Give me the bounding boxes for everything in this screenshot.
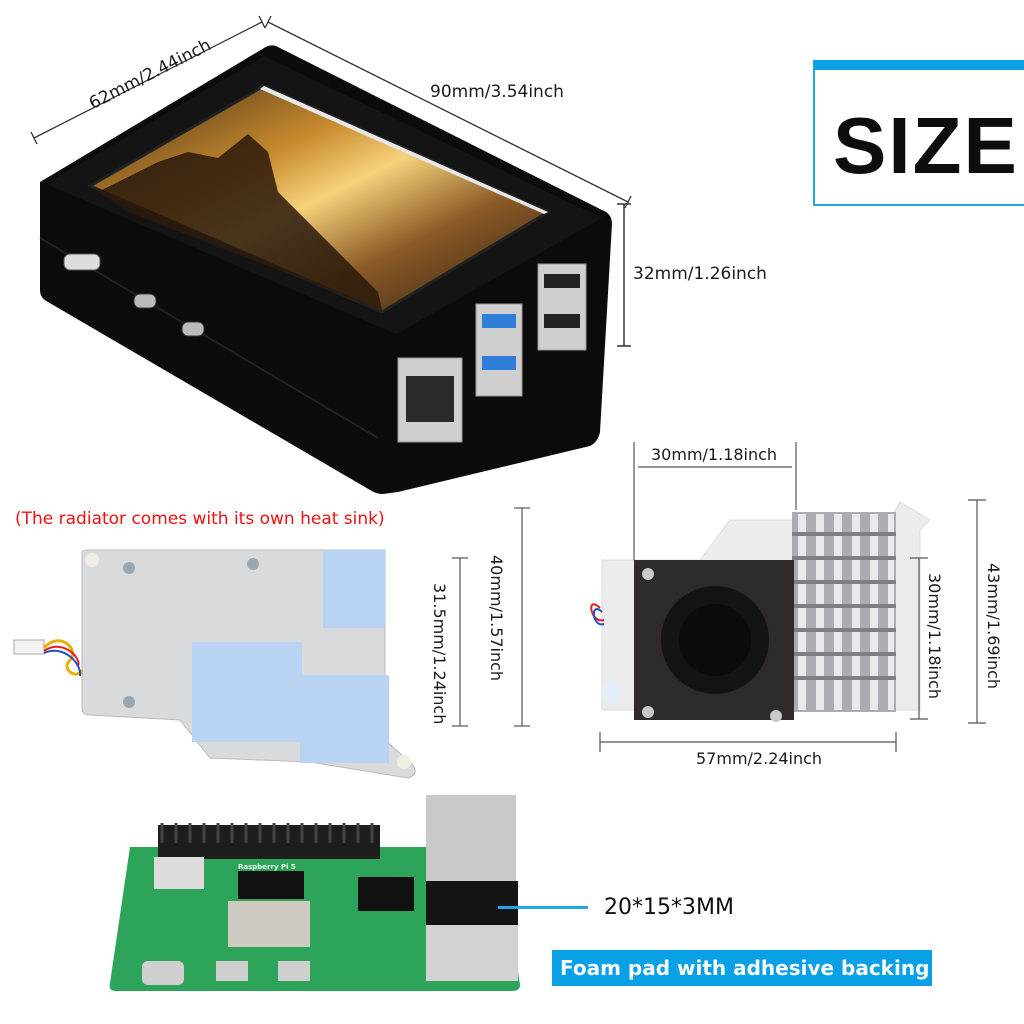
radiator-outer-height-label: 40mm/1.57inch	[487, 555, 506, 682]
case-length-label: 90mm/3.54inch	[430, 82, 564, 102]
cooler-total-width-label: 57mm/2.24inch	[696, 749, 823, 768]
foam-pad-caption: Foam pad with adhesive backing	[552, 950, 932, 986]
case-illustration	[39, 45, 612, 494]
fan-width-label: 30mm/1.18inch	[651, 445, 778, 464]
board-label-text: Raspberry Pi 5	[238, 863, 296, 871]
case-dimension-lines	[30, 15, 632, 347]
size-badge: SIZE	[813, 60, 1024, 206]
cooler-total-height-label: 43mm/1.69inch	[984, 563, 1003, 690]
raspberry-pi-board-illustration: Raspberry Pi 5	[109, 795, 520, 991]
radiator-dimension-lines	[452, 507, 530, 727]
radiator-inner-height-label: 31.5mm/1.24inch	[430, 583, 449, 725]
radiator-note: (The radiator comes with its own heat si…	[15, 509, 385, 529]
cooler-front-illustration	[590, 501, 930, 722]
case-height-label: 32mm/1.26inch	[633, 264, 767, 284]
heatsink-height-label: 30mm/1.18inch	[925, 573, 944, 700]
foam-pad-size-label: 20*15*3MM	[604, 895, 734, 920]
radiator-back-illustration	[13, 549, 416, 779]
size-title: SIZE	[833, 101, 1019, 190]
foam-pad-leader-line	[498, 906, 588, 909]
cooler-dimension-lines	[599, 442, 986, 752]
